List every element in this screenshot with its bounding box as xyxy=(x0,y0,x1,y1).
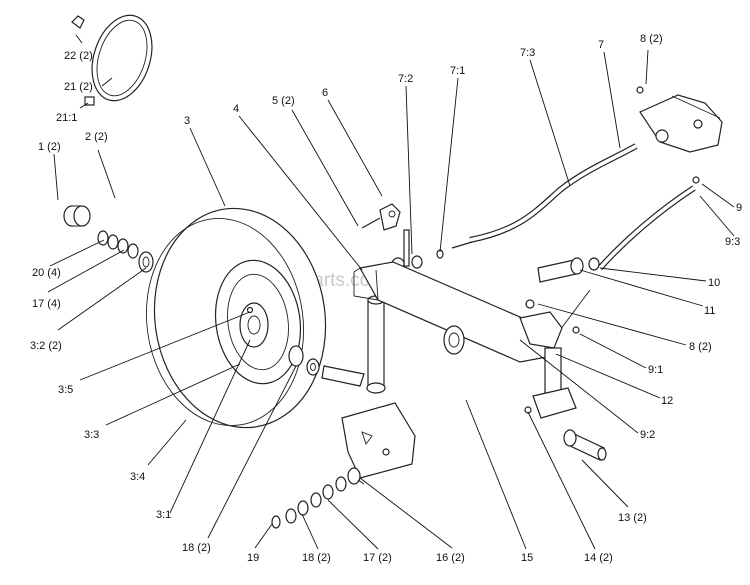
callout-21: 21 (2) xyxy=(64,81,93,93)
callout-5: 5 (2) xyxy=(272,95,295,107)
callout-21-1: 21:1 xyxy=(56,112,77,124)
callout-18-bottom: 18 (2) xyxy=(302,552,331,564)
callout-9-2: 9:2 xyxy=(640,429,655,441)
wheel-assembly xyxy=(145,207,327,429)
steering-sector xyxy=(636,86,723,153)
front-axle xyxy=(353,261,553,363)
callout-7-1: 7:1 xyxy=(450,65,465,77)
tie-rod-hardware xyxy=(411,241,473,269)
callout-20: 20 (4) xyxy=(32,267,61,279)
spindle-right xyxy=(519,299,580,419)
callout-3-4: 3:4 xyxy=(130,471,145,483)
callout-3: 3 xyxy=(184,115,190,127)
pivot-pin xyxy=(537,257,600,283)
callout-22: 22 (2) xyxy=(64,50,93,62)
callout-3-1: 3:1 xyxy=(156,509,171,521)
callout-8-top: 8 (2) xyxy=(640,33,663,45)
leader-lines xyxy=(47,34,735,550)
washer-stack-bottom xyxy=(271,467,361,529)
hub-cap-ring xyxy=(71,14,153,106)
callout-16: 16 (2) xyxy=(436,552,465,564)
callout-19: 19 xyxy=(247,552,259,564)
callout-2: 2 (2) xyxy=(85,131,108,143)
callout-15: 15 xyxy=(521,552,533,564)
tie-rod xyxy=(559,176,700,331)
callout-7-3: 7:3 xyxy=(520,47,535,59)
callout-4: 4 xyxy=(233,103,239,115)
drag-link xyxy=(469,143,638,243)
callout-3-5: 3:5 xyxy=(58,384,73,396)
callout-10: 10 xyxy=(708,277,720,289)
callout-7: 7 xyxy=(598,39,604,51)
steering-bolt xyxy=(361,203,410,267)
callout-1: 1 (2) xyxy=(38,141,61,153)
callout-3-3: 3:3 xyxy=(84,429,99,441)
callout-7-2: 7:2 xyxy=(398,73,413,85)
callout-labels: 22 (2) 21 (2) 21:1 1 (2) 2 (2) 3 4 5 (2)… xyxy=(30,33,742,564)
axle-stub xyxy=(563,429,607,461)
callout-8-right: 8 (2) xyxy=(689,341,712,353)
callout-9-1: 9:1 xyxy=(648,364,663,376)
callout-12: 12 xyxy=(661,395,673,407)
callout-3-2: 3:2 (2) xyxy=(30,340,62,352)
callout-14: 14 (2) xyxy=(584,552,613,564)
callout-17-left: 17 (4) xyxy=(32,298,61,310)
callout-17-bottom: 17 (2) xyxy=(363,552,392,564)
callout-13: 13 (2) xyxy=(618,512,647,524)
callout-6: 6 xyxy=(322,87,328,99)
mount-bracket xyxy=(341,402,416,479)
spacer xyxy=(63,205,91,227)
washer-stack-left xyxy=(97,230,154,273)
callout-18-left: 18 (2) xyxy=(182,542,211,554)
callout-9: 9 xyxy=(736,202,742,214)
callout-11: 11 xyxy=(704,305,715,317)
callout-9-3: 9:3 xyxy=(725,236,740,248)
